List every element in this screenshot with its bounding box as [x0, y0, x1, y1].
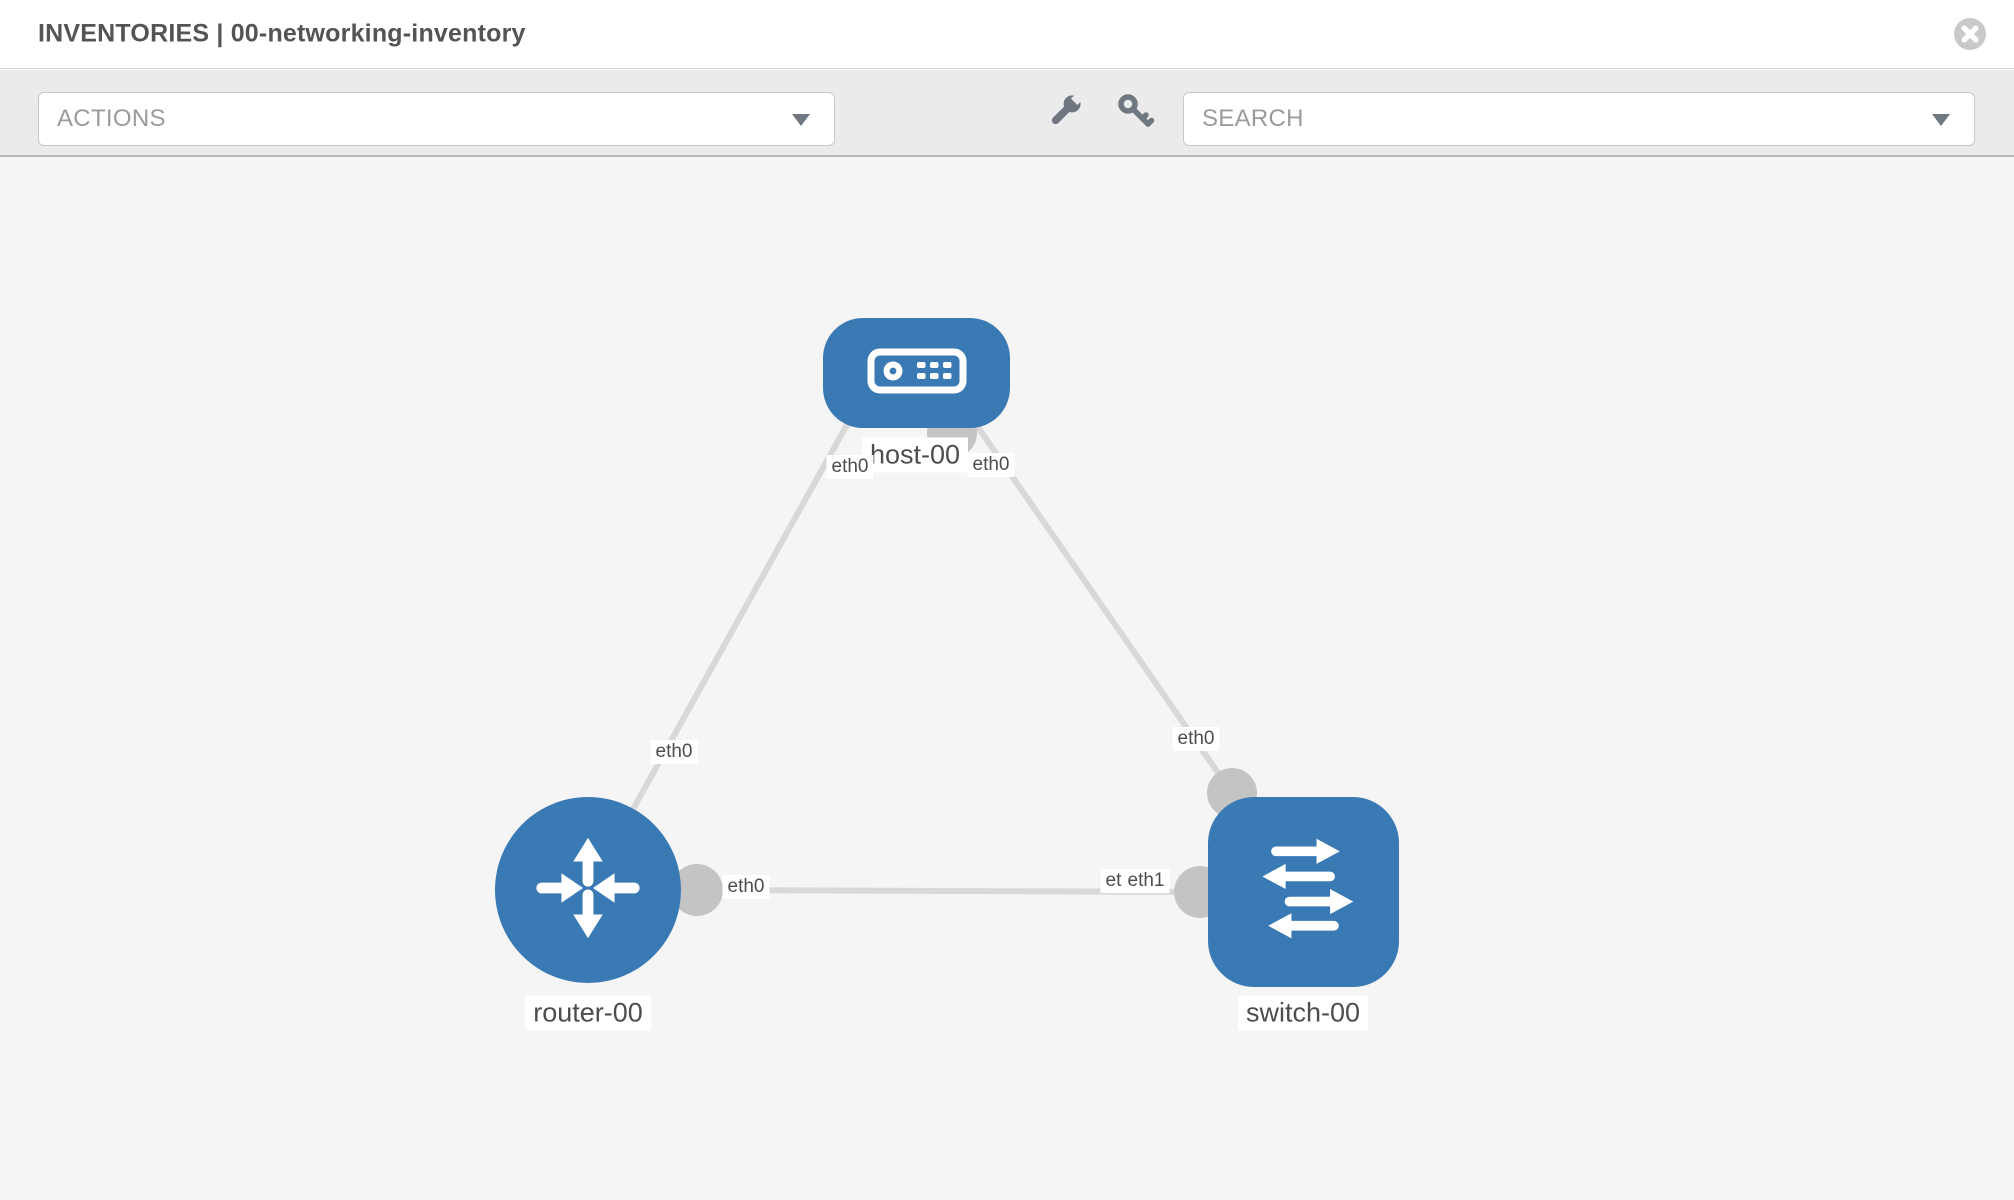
- chevron-down-icon: [792, 114, 810, 126]
- node-host-00[interactable]: [823, 318, 1010, 428]
- server-icon: [867, 346, 967, 401]
- actions-dropdown[interactable]: ACTIONS: [38, 92, 835, 146]
- toolbar: ACTIONS S: [0, 70, 2014, 157]
- interface-label-host-switch-host-end: eth0: [967, 453, 1015, 477]
- interface-label-router-switch-router-end: eth0: [722, 875, 770, 899]
- interface-label-router-switch-switch-end: eth1: [1122, 869, 1170, 893]
- search-dropdown[interactable]: SEARCH: [1183, 92, 1975, 146]
- chevron-down-icon: [1932, 114, 1950, 126]
- node-label-router-00: router-00: [525, 995, 651, 1031]
- page-title: INVENTORIES | 00-networking-inventory: [38, 19, 526, 48]
- link-host-router: [585, 385, 871, 892]
- interface-label-host-router-host-end: eth0: [826, 455, 874, 479]
- port-router-eth0: [671, 864, 723, 916]
- close-icon: [1954, 18, 1986, 53]
- header: INVENTORIES | 00-networking-inventory: [0, 0, 2014, 69]
- key-icon: [1115, 93, 1155, 134]
- credentials-button[interactable]: [1113, 90, 1157, 134]
- wrench-icon: [1045, 91, 1085, 134]
- node-label-host-00: host-00: [861, 437, 969, 473]
- search-dropdown-label: SEARCH: [1202, 105, 1304, 132]
- configure-button[interactable]: [1043, 90, 1087, 134]
- close-button[interactable]: [1954, 18, 1986, 50]
- node-label-switch-00: switch-00: [1237, 995, 1369, 1031]
- router-icon: [529, 829, 647, 952]
- interface-label-host-router-router-end: eth0: [650, 740, 698, 764]
- node-switch-00[interactable]: [1208, 797, 1399, 987]
- topology-canvas[interactable]: host-00 router-00 switch-00 eth0 eth0 et…: [0, 157, 2014, 1200]
- interface-label-host-switch-switch-end: eth0: [1172, 727, 1220, 751]
- switch-icon: [1241, 832, 1367, 953]
- node-router-00[interactable]: [495, 797, 681, 983]
- links-layer: [585, 385, 1257, 918]
- actions-dropdown-label: ACTIONS: [57, 105, 166, 132]
